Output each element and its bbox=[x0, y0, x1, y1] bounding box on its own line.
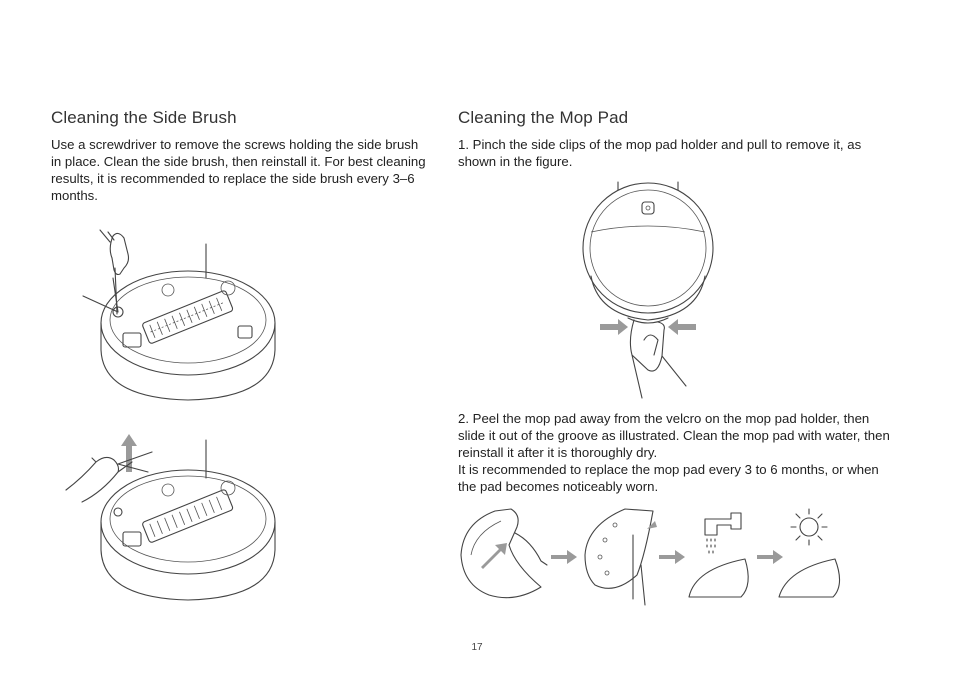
mop-pad-title: Cleaning the Mop Pad bbox=[458, 108, 629, 127]
pinch-arrow-icon bbox=[600, 319, 628, 335]
robot-bottom-brush-removed-illustration bbox=[62, 432, 284, 610]
mop-pad-step1: 1. Pinch the side clips of the mop pad h… bbox=[458, 137, 862, 169]
right-arrow-icon bbox=[551, 550, 577, 564]
side-brush-instructions: Use a screwdriver to remove the screws h… bbox=[51, 137, 426, 203]
side-brush-section: Cleaning the Side Brush Use a screwdrive… bbox=[51, 108, 431, 204]
pull-up-arrow-icon bbox=[121, 434, 137, 472]
mop-pad-cleaning-sequence bbox=[455, 505, 845, 609]
sun-icon bbox=[790, 508, 828, 546]
mop-holder-icon bbox=[460, 508, 548, 599]
robot-bottom-illustration bbox=[78, 228, 288, 410]
mop-pad-step2-block: 2. Peel the mop pad away from the velcro… bbox=[458, 410, 898, 495]
mop-pad-icon bbox=[778, 558, 841, 598]
mop-pad-section: Cleaning the Mop Pad 1. Pinch the side c… bbox=[458, 108, 898, 170]
mop-pad-step2: 2. Peel the mop pad away from the velcro… bbox=[458, 411, 890, 460]
mop-pad-replace-note: It is recommended to replace the mop pad… bbox=[458, 462, 879, 494]
water-tap-icon bbox=[688, 512, 749, 598]
side-brush-title: Cleaning the Side Brush bbox=[51, 108, 237, 127]
mop-holder-peel-icon bbox=[584, 508, 657, 606]
page-number: 17 bbox=[471, 642, 483, 653]
robot-top-illustration bbox=[578, 180, 718, 402]
